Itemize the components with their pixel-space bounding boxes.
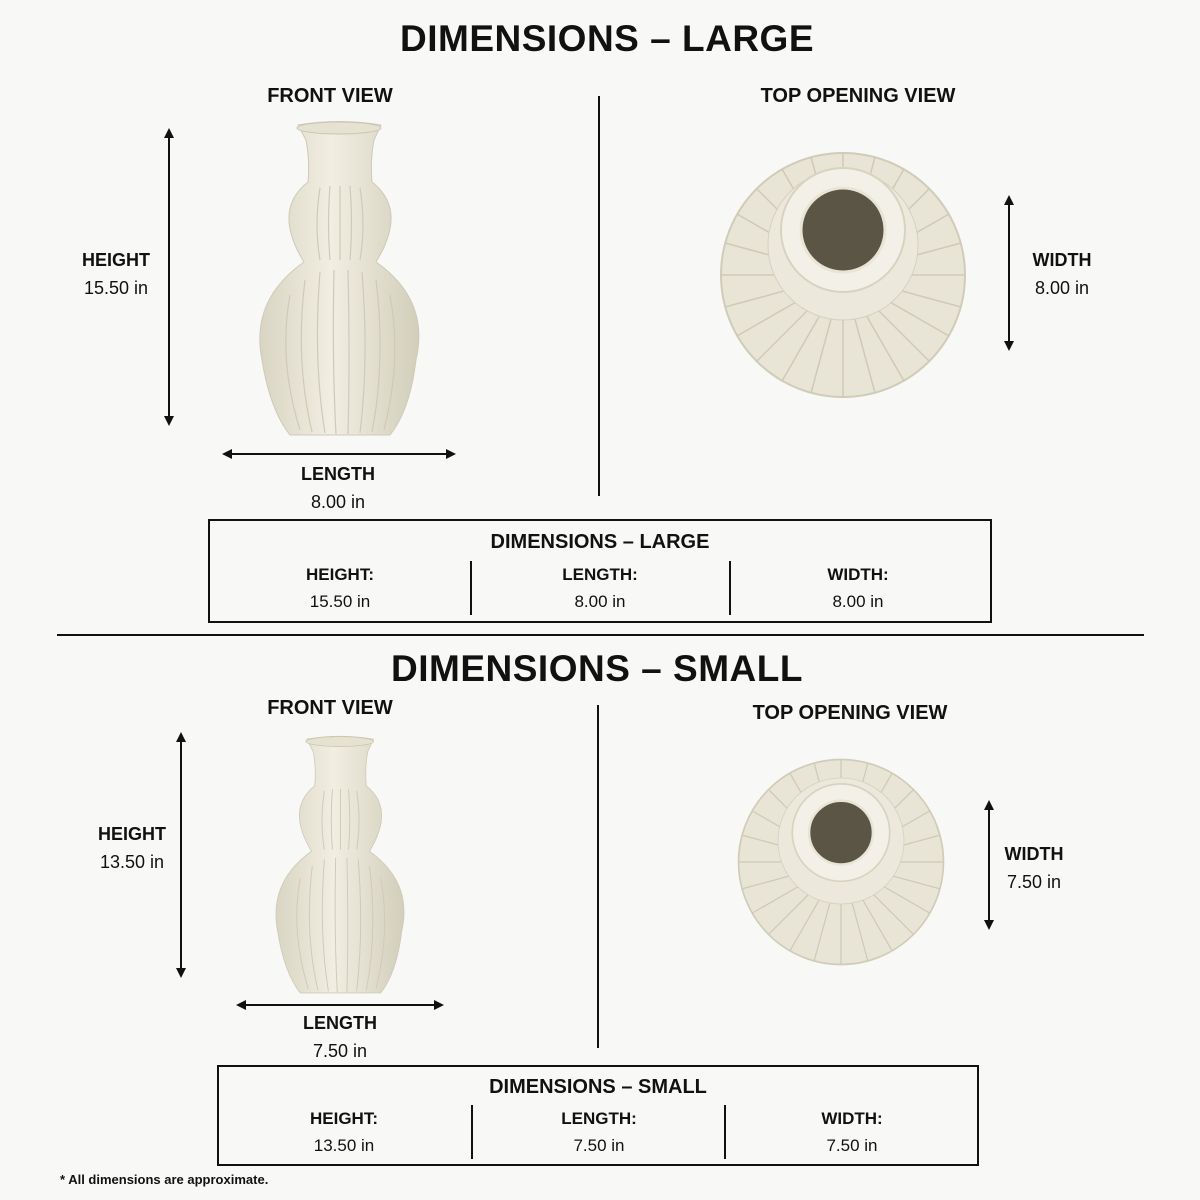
small-height-dimension: HEIGHT 13.50 in (82, 820, 182, 876)
large-height-dimension: HEIGHT 15.50 in (66, 246, 166, 302)
section-divider (57, 634, 1144, 636)
large-table-length-value: 8.00 in (574, 592, 626, 611)
small-table-separator-1 (471, 1105, 473, 1159)
small-table-width: WIDTH: 7.50 in (752, 1105, 952, 1159)
small-section-divider (597, 705, 599, 1048)
small-top-view-label: TOP OPENING VIEW (752, 702, 948, 724)
footnote: * All dimensions are approximate. (60, 1172, 269, 1187)
small-height-arrow (176, 732, 186, 978)
small-table-length-value: 7.50 in (573, 1136, 625, 1155)
small-table-height-label: HEIGHT: (310, 1109, 378, 1128)
large-table-height-label: HEIGHT: (306, 565, 374, 584)
large-length-value: 8.00 in (310, 492, 366, 512)
large-table-separator-2 (729, 561, 731, 615)
large-length-dimension: LENGTH 8.00 in (288, 460, 388, 516)
small-length-value: 7.50 in (312, 1041, 368, 1061)
large-height-arrow (164, 128, 174, 426)
small-vase-top-image (737, 758, 945, 966)
small-vase-front-image (275, 735, 405, 994)
large-length-arrow (222, 449, 456, 459)
large-table-width-value: 8.00 in (832, 592, 884, 611)
large-width-dimension: WIDTH 8.00 in (1012, 246, 1112, 302)
small-table-height: HEIGHT: 13.50 in (244, 1105, 444, 1159)
large-table-width-label: WIDTH: (827, 565, 889, 584)
large-table-separator-1 (470, 561, 472, 615)
small-width-value: 7.50 in (1006, 872, 1062, 892)
large-section-divider (598, 96, 600, 496)
large-length-label: LENGTH (301, 464, 375, 484)
small-width-arrow (984, 800, 994, 930)
large-table-length-label: LENGTH: (562, 565, 638, 584)
small-length-arrow (236, 1000, 444, 1010)
large-table-length: LENGTH: 8.00 in (500, 561, 700, 615)
small-table-separator-2 (724, 1105, 726, 1159)
large-title: DIMENSIONS – LARGE (400, 18, 814, 59)
small-width-label: WIDTH (1004, 844, 1064, 864)
large-height-label: HEIGHT (81, 250, 150, 270)
large-width-label: WIDTH (1032, 250, 1092, 270)
small-dimensions-table: DIMENSIONS – SMALL HEIGHT: 13.50 in LENG… (217, 1065, 979, 1166)
small-front-view-label: FRONT VIEW (267, 697, 393, 719)
small-height-label: HEIGHT (97, 824, 166, 844)
small-width-dimension: WIDTH 7.50 in (984, 840, 1084, 896)
large-table-title: DIMENSIONS – LARGE (490, 531, 710, 553)
large-height-value: 15.50 in (83, 278, 149, 298)
large-table-width: WIDTH: 8.00 in (758, 561, 958, 615)
large-vase-front-image (259, 121, 420, 436)
large-dimensions-table: DIMENSIONS – LARGE HEIGHT: 15.50 in LENG… (208, 519, 992, 623)
large-width-arrow (1004, 195, 1014, 351)
large-top-view-label: TOP OPENING VIEW (760, 85, 956, 107)
small-table-height-value: 13.50 in (313, 1136, 375, 1155)
small-length-dimension: LENGTH 7.50 in (290, 1009, 390, 1065)
large-table-height-value: 15.50 in (309, 592, 371, 611)
small-table-length: LENGTH: 7.50 in (499, 1105, 699, 1159)
large-front-view-label: FRONT VIEW (267, 85, 393, 107)
large-width-value: 8.00 in (1034, 278, 1090, 298)
small-table-title: DIMENSIONS – SMALL (489, 1076, 707, 1098)
large-table-height: HEIGHT: 15.50 in (240, 561, 440, 615)
large-vase-top-image (720, 152, 966, 398)
small-table-width-label: WIDTH: (821, 1109, 883, 1128)
small-table-length-label: LENGTH: (561, 1109, 637, 1128)
small-height-value: 13.50 in (99, 852, 165, 872)
small-length-label: LENGTH (303, 1013, 377, 1033)
small-table-width-value: 7.50 in (826, 1136, 878, 1155)
small-title: DIMENSIONS – SMALL (391, 648, 803, 689)
